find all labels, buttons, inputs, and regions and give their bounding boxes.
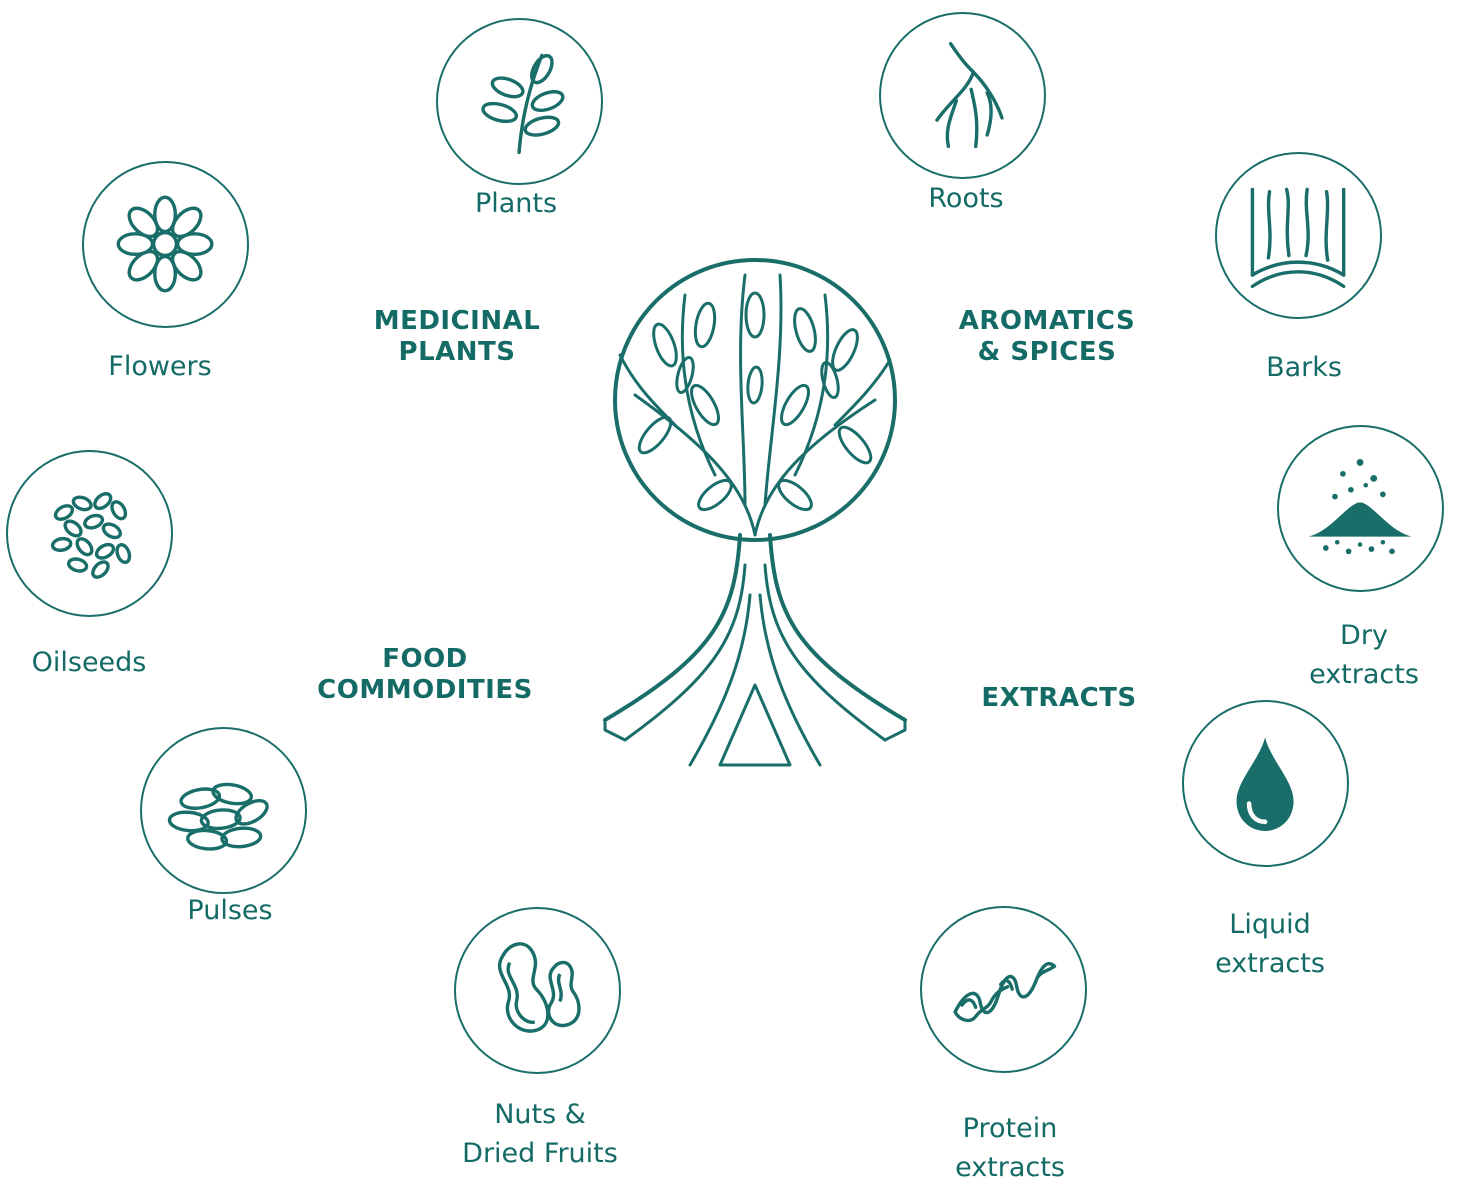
dry-extracts-line2: extracts bbox=[1309, 659, 1419, 691]
category-food-line1: FOOD bbox=[382, 644, 468, 674]
oilseeds-circle bbox=[6, 450, 173, 617]
protein-extracts-line2: extracts bbox=[955, 1152, 1065, 1184]
nuts-line1: Nuts & bbox=[494, 1099, 586, 1130]
category-food-commodities: FOOD COMMODITIES bbox=[317, 644, 533, 706]
plants-circle bbox=[436, 18, 603, 185]
dry-extracts-label: Dry extracts bbox=[1309, 616, 1419, 694]
pulses-label: Pulses bbox=[187, 895, 273, 926]
leaf-branch-icon bbox=[481, 54, 565, 155]
flower-icon bbox=[117, 196, 214, 293]
category-aromatics-spices: AROMATICS & SPICES bbox=[959, 306, 1135, 368]
liquid-extracts-label: Liquid extracts bbox=[1215, 905, 1325, 983]
protein-extracts-circle bbox=[920, 906, 1087, 1073]
kidney-nuts-icon bbox=[498, 942, 582, 1034]
bark-icon bbox=[1251, 188, 1346, 289]
seeds-icon bbox=[51, 492, 132, 580]
barks-circle bbox=[1215, 152, 1382, 319]
nuts-label: Nuts & Dried Fruits bbox=[462, 1095, 618, 1173]
flowers-circle bbox=[82, 161, 249, 328]
dry-extracts-line1: Dry bbox=[1340, 620, 1388, 651]
barks-label: Barks bbox=[1266, 352, 1342, 383]
tree-icon bbox=[603, 258, 907, 767]
category-food-line2: COMMODITIES bbox=[317, 675, 533, 706]
beans-icon bbox=[168, 783, 270, 852]
protein-extracts-label: Protein extracts bbox=[955, 1109, 1065, 1187]
category-extracts-line1: EXTRACTS bbox=[981, 683, 1137, 713]
roots-icon bbox=[935, 42, 1005, 149]
oilseeds-label: Oilseeds bbox=[31, 647, 147, 678]
nuts-line2: Dried Fruits bbox=[462, 1138, 618, 1170]
category-medicinal-line1: MEDICINAL bbox=[373, 306, 541, 336]
category-medicinal-plants: MEDICINAL PLANTS bbox=[374, 306, 541, 368]
dry-extracts-circle bbox=[1277, 425, 1444, 592]
liquid-extracts-line1: Liquid bbox=[1229, 909, 1311, 940]
protein-extracts-line1: Protein bbox=[962, 1113, 1058, 1144]
flowers-label: Flowers bbox=[108, 351, 212, 382]
drop-icon bbox=[1236, 737, 1295, 832]
liquid-extracts-line2: extracts bbox=[1215, 948, 1325, 980]
category-aromatics-line2: & SPICES bbox=[977, 337, 1117, 368]
roots-circle bbox=[879, 12, 1046, 179]
category-extracts: EXTRACTS bbox=[981, 683, 1136, 714]
plants-label: Plants bbox=[474, 188, 558, 219]
nuts-circle bbox=[454, 907, 621, 1074]
helix-icon bbox=[953, 962, 1057, 1023]
category-medicinal-line2: PLANTS bbox=[398, 337, 516, 368]
roots-label: Roots bbox=[928, 183, 1004, 214]
pulses-circle bbox=[140, 727, 307, 894]
powder-icon bbox=[1309, 459, 1412, 555]
category-aromatics-line1: AROMATICS bbox=[958, 306, 1136, 336]
liquid-extracts-circle bbox=[1182, 700, 1349, 867]
